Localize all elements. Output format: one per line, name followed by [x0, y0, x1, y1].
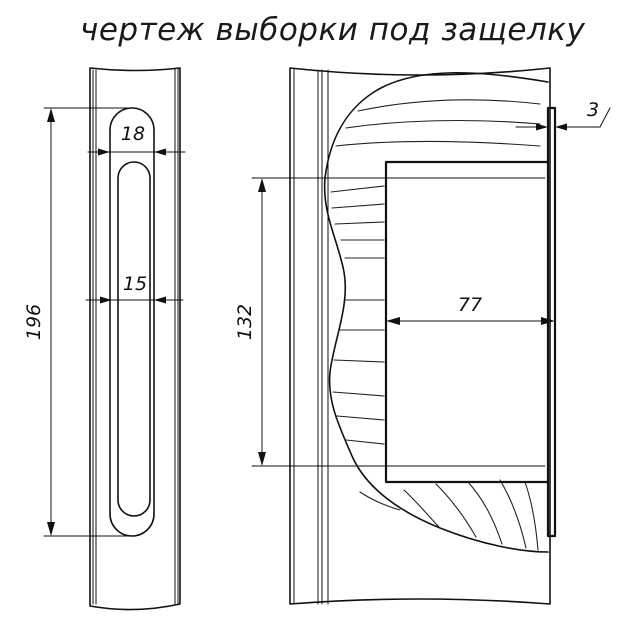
dimension-18: 18	[87, 123, 186, 157]
wood-grain-lines	[330, 99, 541, 551]
faceplate-outline	[109, 107, 155, 537]
dim-label-3: 3	[587, 99, 599, 121]
dim-label-18: 18	[121, 123, 145, 145]
wood-core-boundary	[323, 71, 549, 553]
drawing-title: чертеж выборки под защелку	[80, 12, 586, 48]
dim-label-15: 15	[123, 273, 147, 295]
dim-label-132: 132	[234, 304, 256, 340]
dim-label-77: 77	[458, 294, 482, 316]
door-section-view	[289, 67, 557, 605]
dimension-77: 77	[386, 294, 555, 325]
latch-slot-outline	[117, 161, 151, 517]
dimension-132: 132	[234, 177, 546, 467]
dimension-196: 196	[23, 107, 133, 537]
dimension-3: 3	[515, 99, 611, 131]
door-edge-front-view	[89, 67, 181, 611]
dimension-15: 15	[85, 273, 184, 304]
dim-label-196: 196	[23, 304, 45, 340]
mortise-bore-outline	[384, 160, 550, 484]
